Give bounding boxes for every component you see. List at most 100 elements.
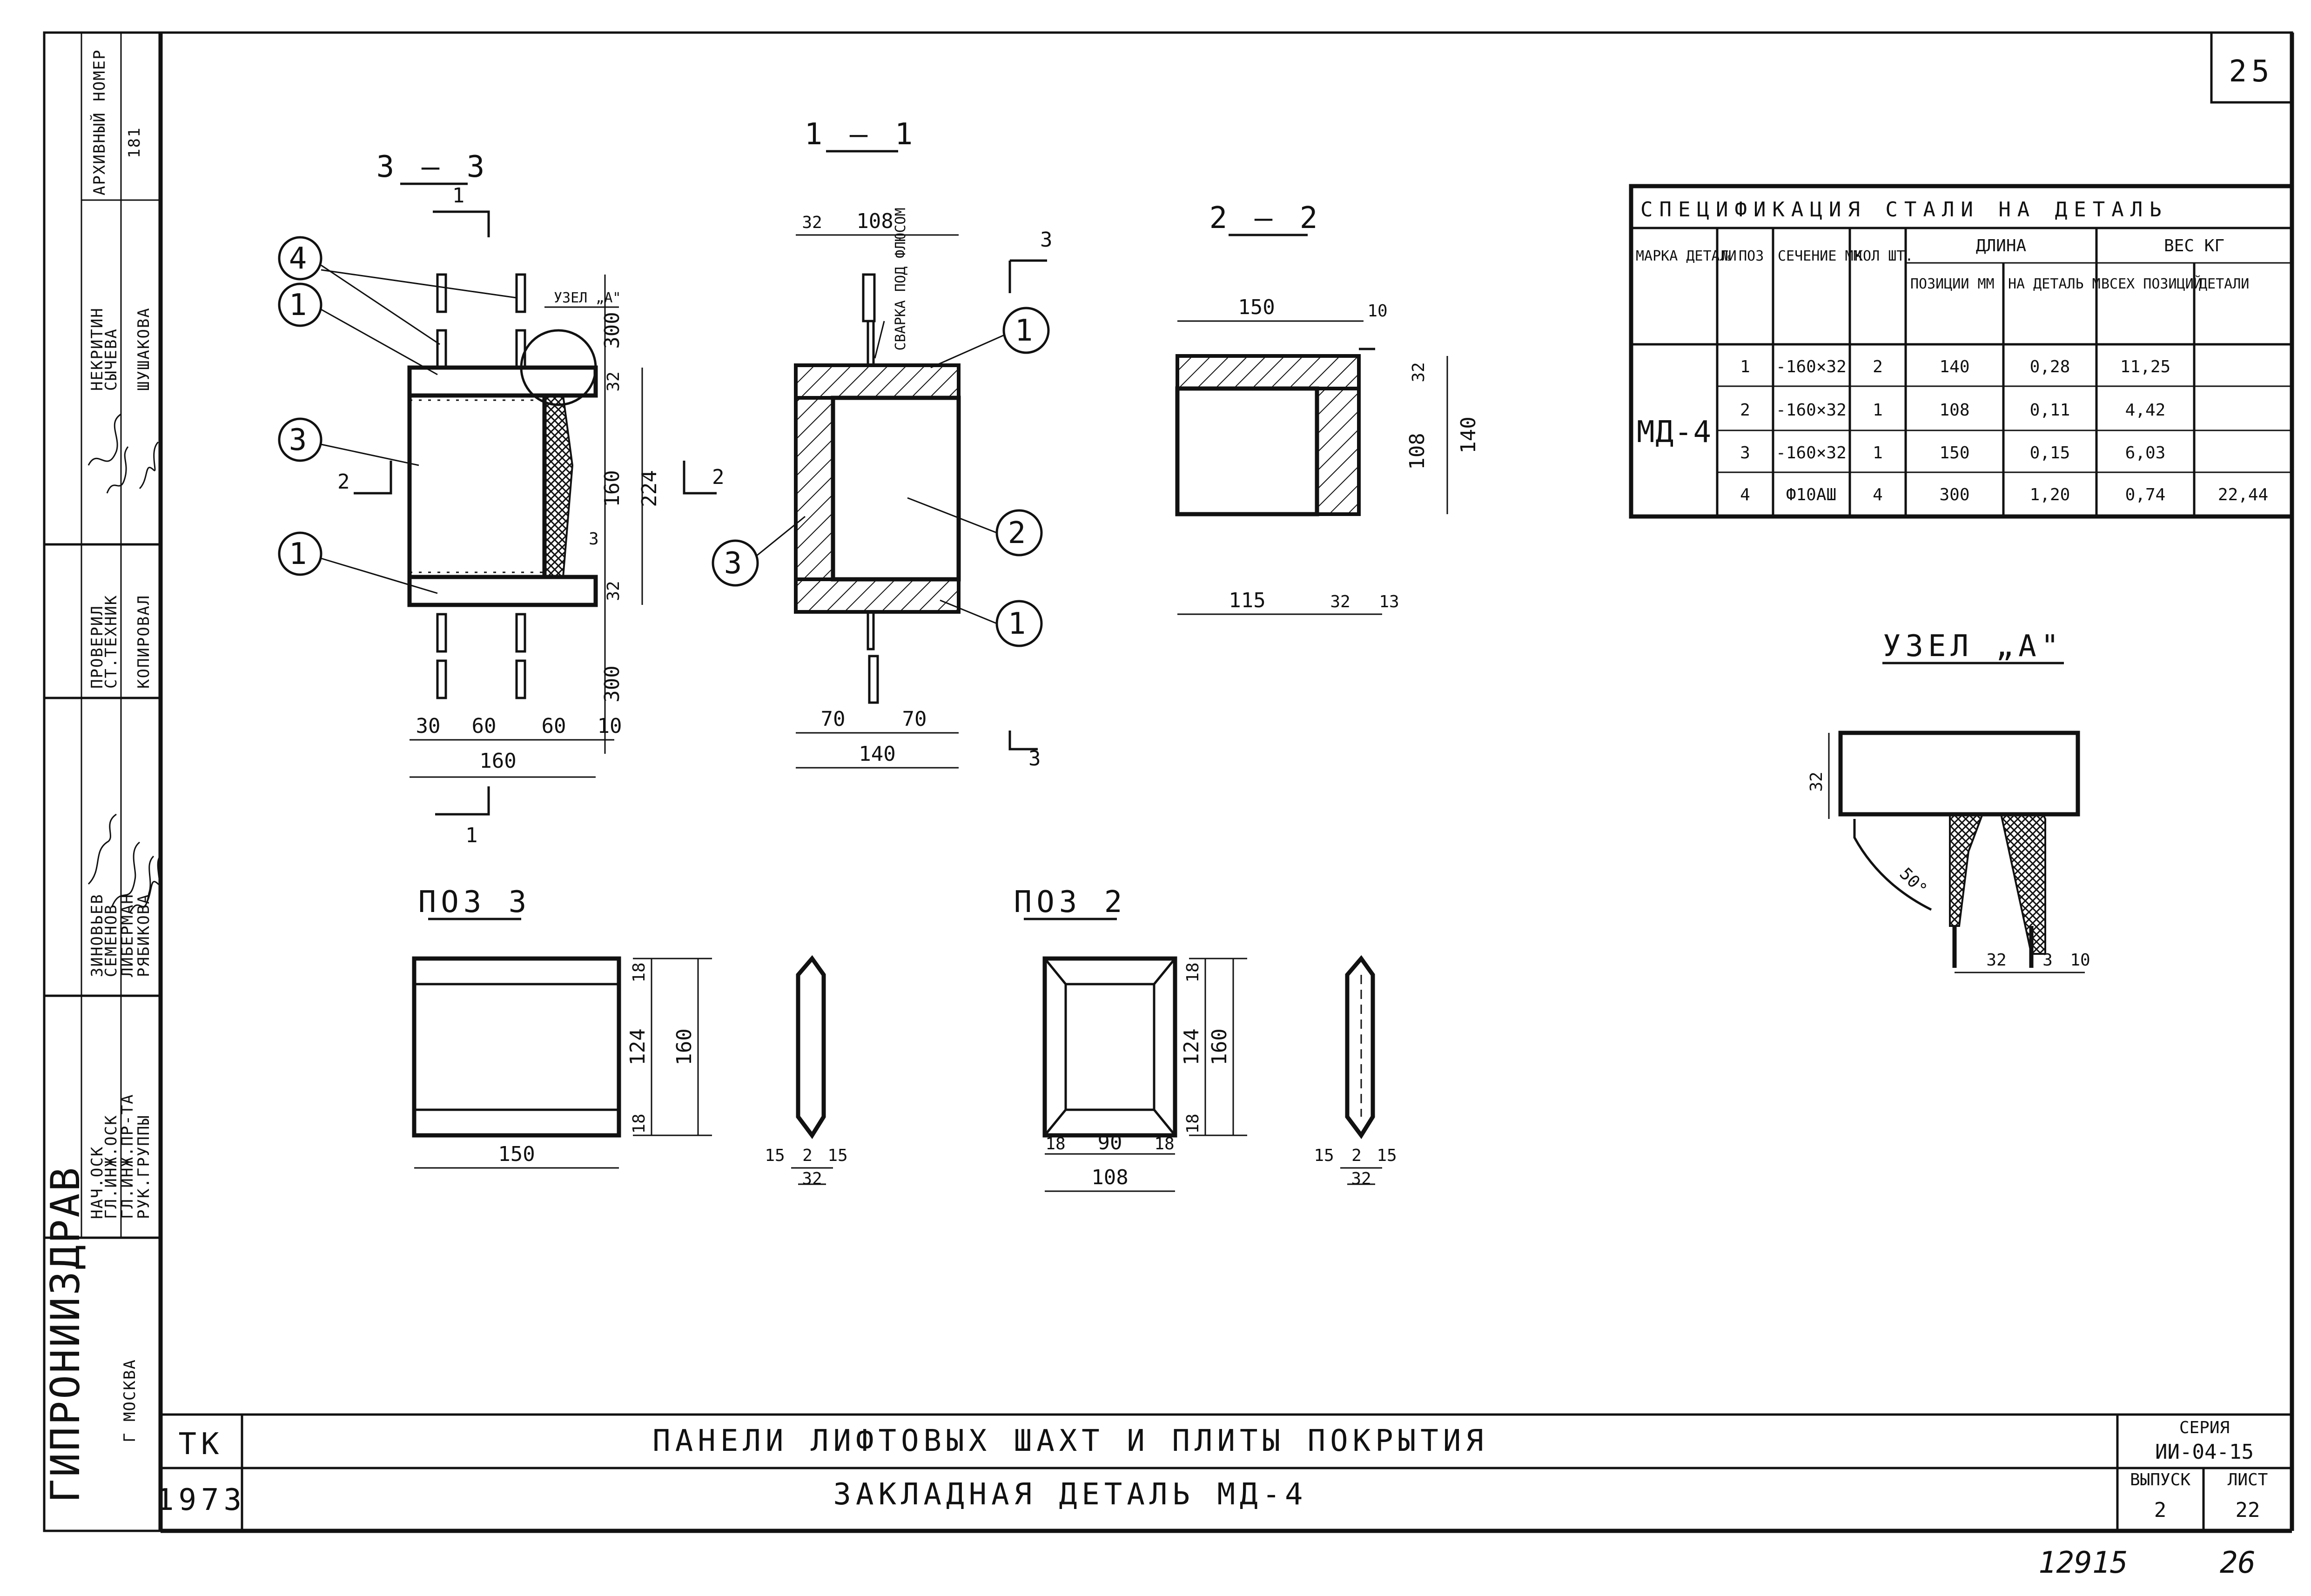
svg-text:32: 32 <box>1409 362 1428 382</box>
svg-text:160: 160 <box>600 470 624 507</box>
svg-text:108: 108 <box>856 209 893 233</box>
svg-text:2: 2 <box>802 1146 813 1165</box>
svg-text:4: 4 <box>1873 485 1883 504</box>
svg-text:3: 3 <box>589 530 599 549</box>
svg-text:3: 3 <box>1740 443 1750 463</box>
svg-text:1: 1 <box>289 288 312 322</box>
role-1: НАЧ.ОСК <box>88 1146 107 1219</box>
svg-text:32: 32 <box>1986 951 2006 970</box>
name-7: ШУШАКОВА <box>134 307 153 391</box>
svg-text:10: 10 <box>598 714 622 738</box>
svg-text:32: 32 <box>1330 592 1350 611</box>
svg-text:140: 140 <box>859 742 895 766</box>
svg-text:ДЛИНА: ДЛИНА <box>1976 236 2027 255</box>
svg-text:3: 3 <box>1040 228 1053 252</box>
svg-text:2: 2 <box>1351 1146 1362 1165</box>
title-line-1: ПАНЕЛИ ЛИФТОВЫХ ШАХТ И ПЛИТЫ ПОКРЫТИЯ <box>652 1424 1488 1458</box>
svg-text:1: 1 <box>1873 401 1883 420</box>
svg-text:ПОЗИЦИИ ММ: ПОЗИЦИИ ММ <box>1910 276 1995 292</box>
spec-row: 1 -160×32 2 140 0,28 11,25 <box>1740 357 2170 376</box>
sheet-frame: 25 <box>158 31 2294 1533</box>
spec-row: 3 -160×32 1 150 0,15 6,03 <box>1740 443 2165 463</box>
role-7: КОПИРОВАЛ <box>134 595 153 689</box>
svg-text:1: 1 <box>1008 607 1031 641</box>
svg-text:300: 300 <box>1939 485 1969 504</box>
svg-text:18: 18 <box>1183 962 1203 982</box>
bottom-left-number: 12915 <box>2038 1546 2128 1580</box>
role-5: ПРОВЕРИЛ <box>88 605 107 689</box>
sheet-label: ЛИСТ <box>2228 1470 2268 1489</box>
bottom-right-number: 26 <box>2220 1546 2256 1580</box>
svg-text:ДЕТАЛИ: ДЕТАЛИ <box>2199 276 2249 292</box>
node-a-title: УЗЕЛ „А" <box>1883 629 2063 664</box>
organization: ГИПРОНИИЗДРАВ <box>42 1166 89 1503</box>
sheet: 22 <box>2236 1498 2260 1522</box>
svg-text:6,03: 6,03 <box>2125 443 2166 463</box>
section-3-3-title: 3 – 3 <box>376 150 490 184</box>
svg-text:2: 2 <box>1740 401 1750 420</box>
svg-text:224: 224 <box>638 470 661 507</box>
role-3: ГЛ.ИНЖ.ПР-ТА <box>118 1093 137 1219</box>
svg-text:Ф10АШ: Ф10АШ <box>1786 485 1836 504</box>
svg-text:300: 300 <box>600 312 624 349</box>
section-3-3: 3 – 3 1 4 1 3 1 УЗЕЛ „А" <box>278 150 725 847</box>
role-4: РУК.ГРУППЫ <box>134 1114 153 1219</box>
issue: 2 <box>2154 1498 2167 1522</box>
svg-text:11,25: 11,25 <box>2120 357 2170 376</box>
year: 1973 <box>156 1483 246 1517</box>
svg-text:18: 18 <box>630 962 649 982</box>
svg-text:124: 124 <box>626 1028 650 1065</box>
title-line-2: ЗАКЛАДНАЯ ДЕТАЛЬ МД-4 <box>833 1477 1307 1512</box>
svg-text:1: 1 <box>1015 314 1038 348</box>
svg-text:-160×32: -160×32 <box>1776 401 1847 420</box>
series-label: СЕРИЯ <box>2179 1418 2230 1437</box>
side-stamp: АРХИВНЫЙ НОМЕР 181 НАЧ.ОСК ГЛ.ИНЖ.ОСК ГЛ… <box>42 31 162 1532</box>
name-5: НЕКРИТИН <box>88 307 107 391</box>
svg-text:108: 108 <box>1939 401 1969 420</box>
spec-title: СПЕЦИФИКАЦИЯ СТАЛИ НА ДЕТАЛЬ <box>1640 198 2168 221</box>
spec-row: 4 Ф10АШ 4 300 1,20 0,74 <box>1740 485 2165 504</box>
svg-text:3: 3 <box>289 423 312 457</box>
svg-text:-160×32: -160×32 <box>1776 357 1847 376</box>
svg-text:ВЕС КГ: ВЕС КГ <box>2164 236 2224 255</box>
svg-text:18: 18 <box>630 1113 649 1133</box>
svg-text:18: 18 <box>1154 1134 1174 1153</box>
svg-text:0,15: 0,15 <box>2030 443 2070 463</box>
svg-text:НА ДЕТАЛЬ М: НА ДЕТАЛЬ М <box>2008 276 2101 292</box>
svg-text:15: 15 <box>765 1146 785 1165</box>
svg-text:150: 150 <box>1939 443 1969 463</box>
svg-text:1: 1 <box>289 537 312 571</box>
svg-text:10: 10 <box>1367 302 1387 321</box>
svg-text:13: 13 <box>1379 592 1399 611</box>
name-6: СЫЧЕВА <box>102 328 121 391</box>
svg-text:10: 10 <box>2070 951 2090 970</box>
svg-text:3: 3 <box>2042 951 2053 970</box>
pos-2: ПОЗ 2 18 124 18 160 18 90 18 108 15 2 15… <box>1014 885 1397 1192</box>
svg-text:КОЛ ШТ.: КОЛ ШТ. <box>1854 248 1913 264</box>
svg-text:2: 2 <box>337 470 350 494</box>
svg-text:1: 1 <box>452 184 465 208</box>
svg-text:4: 4 <box>289 241 312 276</box>
archive-number: 181 <box>125 127 144 158</box>
svg-text:32: 32 <box>802 213 822 232</box>
svg-text:2: 2 <box>712 465 725 489</box>
title-block: ТК 1973 ПАНЕЛИ ЛИФТОВЫХ ШАХТ И ПЛИТЫ ПОК… <box>156 1413 2292 1531</box>
section-1-1: 1 – 1 СВАРКА ПОД ФЛЮСОМ 3 3 1 2 1 3 32 1… <box>712 117 1053 771</box>
spec-row: 2 -160×32 1 108 0,11 4,42 <box>1740 401 2165 420</box>
svg-text:СЕЧЕНИЕ ММ: СЕЧЕНИЕ ММ <box>1778 248 1862 264</box>
pos-3: ПОЗ 3 18 124 18 160 150 15 2 15 32 <box>412 885 848 1188</box>
spec-mark: МД-4 <box>1637 415 1712 449</box>
svg-text:115: 115 <box>1229 589 1265 612</box>
svg-text:2: 2 <box>1873 357 1883 376</box>
pos-3-title: ПОЗ 3 <box>418 885 531 919</box>
svg-text:150: 150 <box>1238 295 1275 319</box>
svg-text:140: 140 <box>1939 357 1969 376</box>
svg-text:124: 124 <box>1180 1028 1203 1065</box>
svg-text:1: 1 <box>465 824 478 847</box>
svg-text:3: 3 <box>1028 747 1041 771</box>
svg-text:150: 150 <box>498 1142 535 1166</box>
archive-label: АРХИВНЫЙ НОМЕР <box>90 49 109 195</box>
sheet-number: 25 <box>2229 54 2274 89</box>
node-a: УЗЕЛ „А" 50° 32 32 3 10 <box>1807 629 2090 973</box>
section-1-1-title: 1 – 1 <box>805 117 918 152</box>
